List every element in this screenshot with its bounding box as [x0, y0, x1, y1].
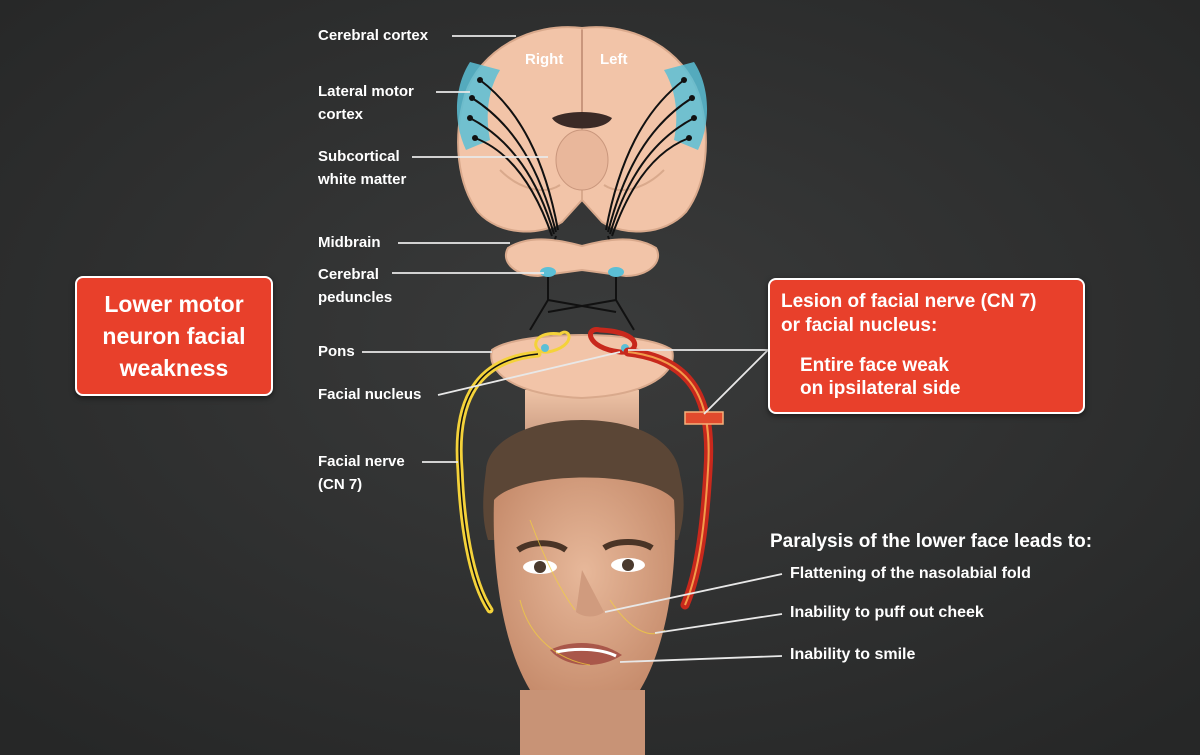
- label-cerebral-cortex: Cerebral cortex: [318, 27, 429, 44]
- callout-line-1: Lower motor: [104, 291, 244, 317]
- lower-motor-neuron-callout: Lower motor neuron facial weakness: [75, 276, 273, 396]
- label-cerebral-peduncles-2: peduncles: [318, 289, 393, 306]
- paralysis-item: Flattening of the nasolabial fold: [790, 565, 1031, 582]
- lesion-callout: Lesion of facial nerve (CN 7) or facial …: [768, 278, 1085, 414]
- lesion-line-4: on ipsilateral side: [800, 378, 961, 399]
- brain-coronal-section: [456, 26, 708, 233]
- lesion-marker: [684, 411, 724, 425]
- label-lateral-motor-cortex-2: cortex: [318, 106, 364, 123]
- face-illustration: [483, 420, 684, 755]
- label-right-hemisphere: Right: [525, 51, 564, 68]
- label-lateral-motor-cortex-1: Lateral motor: [318, 83, 414, 100]
- label-midbrain: Midbrain: [318, 234, 381, 251]
- midbrain-section: [505, 238, 659, 278]
- facial-nerves: [455, 347, 714, 614]
- label-facial-nucleus: Facial nucleus: [318, 386, 422, 403]
- label-facial-nerve-2: (CN 7): [318, 476, 363, 493]
- callout-line-3: weakness: [119, 355, 229, 381]
- lesion-line-1: Lesion of facial nerve (CN 7): [781, 291, 1037, 312]
- label-pons: Pons: [318, 343, 355, 360]
- paralysis-heading: Paralysis of the lower face leads to:: [770, 531, 1093, 552]
- callout-line-2: neuron facial: [102, 323, 246, 349]
- label-cerebral-peduncles-1: Cerebral: [318, 266, 379, 283]
- label-left-hemisphere: Left: [600, 51, 628, 68]
- label-facial-nerve-1: Facial nerve: [318, 453, 405, 470]
- label-subcortical-2: white matter: [318, 171, 407, 188]
- motor-fibers: [469, 79, 695, 331]
- paralysis-item: Inability to puff out cheek: [790, 604, 984, 621]
- leader-lines: [362, 35, 783, 663]
- lesion-line-3: Entire face weak: [800, 355, 949, 376]
- lesion-line-2: or facial nucleus:: [781, 315, 938, 336]
- paralysis-item: Inability to smile: [790, 646, 916, 663]
- label-subcortical-1: Subcortical: [318, 148, 400, 165]
- cortex-fiber-dots: [467, 77, 697, 141]
